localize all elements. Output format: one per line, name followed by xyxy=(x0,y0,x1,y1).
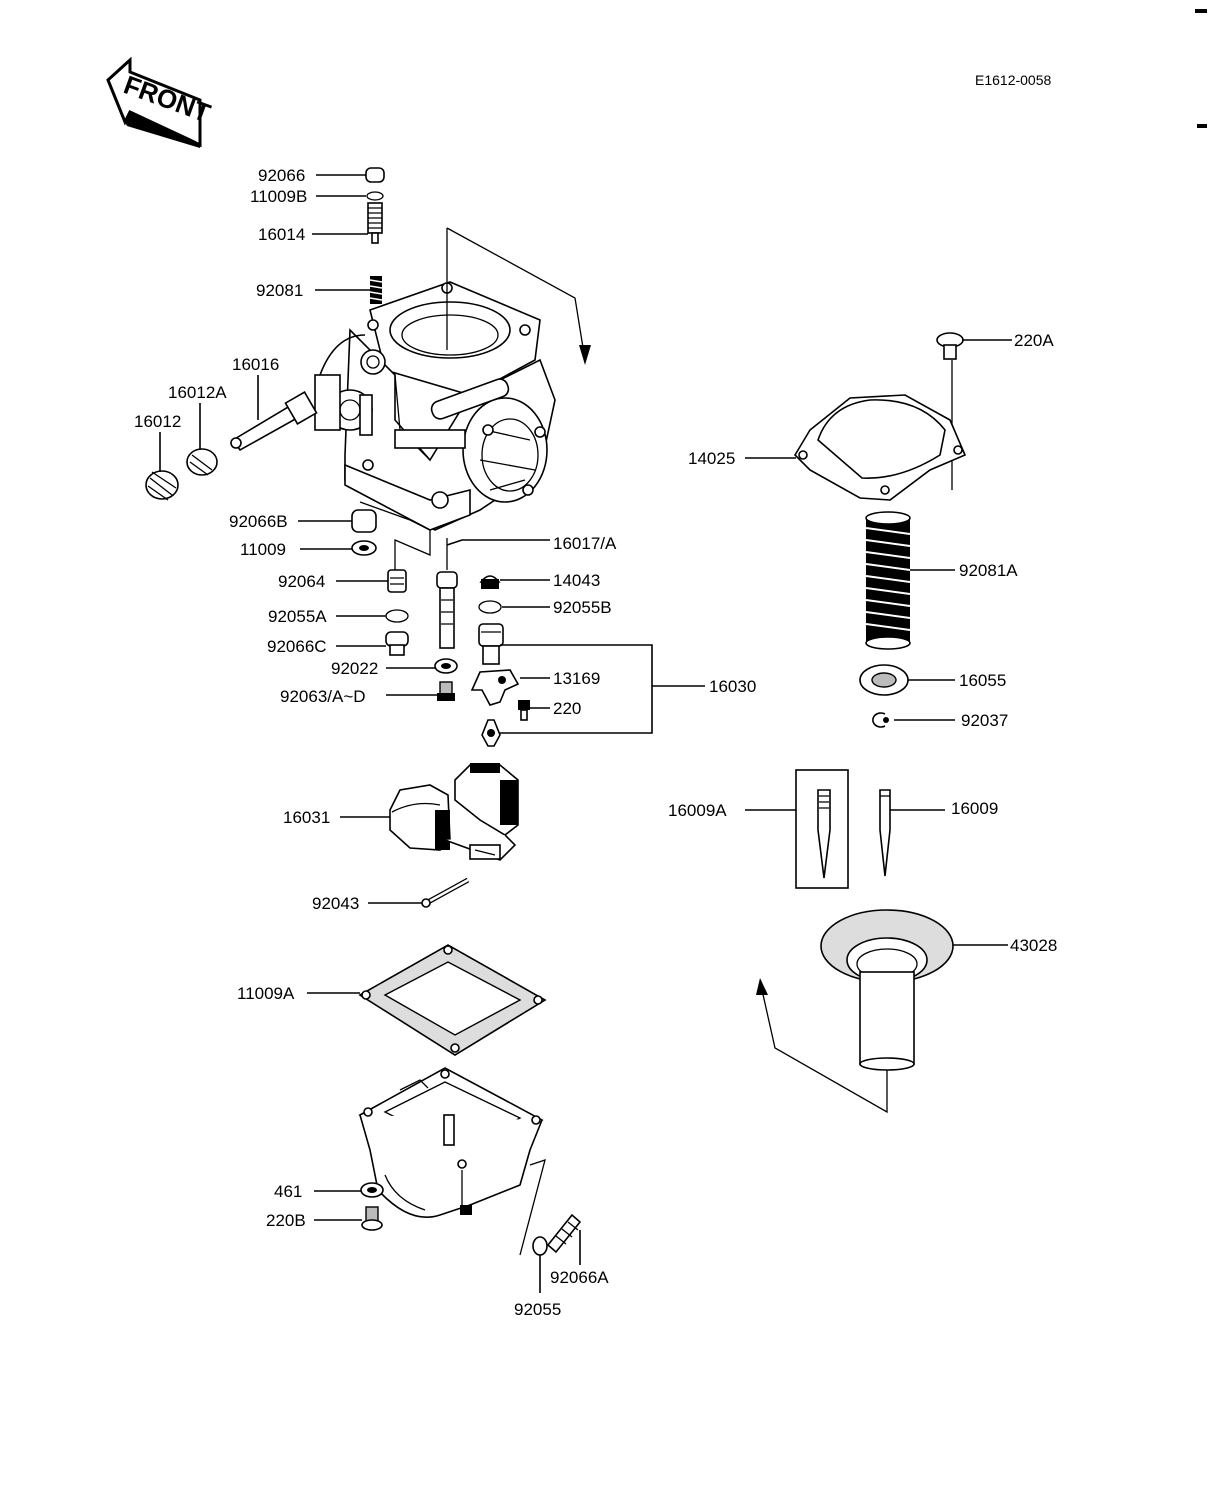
label-16017A: 16017/A xyxy=(553,534,617,553)
label-220: 220 xyxy=(553,699,581,718)
part-16031 xyxy=(389,763,519,861)
label-14043: 14043 xyxy=(553,571,600,590)
label-11009: 11009 xyxy=(240,540,286,559)
label-220A: 220A xyxy=(1014,331,1054,350)
label-16009A: 16009A xyxy=(668,801,727,820)
part-16030-valve-seat xyxy=(478,623,504,665)
part-92043 xyxy=(421,877,470,908)
part-92066C xyxy=(385,631,409,656)
part-92055B xyxy=(478,600,502,614)
part-92063 xyxy=(437,681,455,701)
label-11009B: 11009B xyxy=(250,187,307,206)
label-16031: 16031 xyxy=(283,808,330,827)
part-92081 xyxy=(369,276,383,304)
part-16014 xyxy=(367,202,383,244)
label-16012: 16012 xyxy=(134,412,181,431)
label-43028: 43028 xyxy=(1010,936,1057,955)
label-92081: 92081 xyxy=(256,281,303,300)
part-92066A xyxy=(546,1213,582,1254)
part-92022 xyxy=(434,658,458,674)
label-92055: 92055 xyxy=(514,1300,561,1319)
edge-mark-top xyxy=(1195,9,1207,13)
part-16012 xyxy=(145,470,179,501)
label-11009A: 11009A xyxy=(237,984,295,1003)
part-11009B xyxy=(366,191,384,201)
label-92043: 92043 xyxy=(312,894,359,913)
label-220B: 220B xyxy=(266,1211,306,1230)
part-16030-needle xyxy=(481,719,501,747)
front-arrow: FRONT xyxy=(106,56,214,148)
part-14025 xyxy=(793,394,967,501)
label-461: 461 xyxy=(274,1182,302,1201)
part-220 xyxy=(518,700,530,721)
label-92066A: 92066A xyxy=(550,1268,609,1287)
part-16055 xyxy=(859,664,909,696)
part-92055A xyxy=(385,609,409,623)
part-float-bowl xyxy=(358,1067,544,1219)
part-461 xyxy=(360,1182,384,1198)
part-11009A xyxy=(358,944,547,1056)
part-92066 xyxy=(365,167,385,183)
part-220A xyxy=(936,332,964,490)
part-220B xyxy=(361,1206,383,1231)
part-16012A xyxy=(186,448,218,476)
part-16017A xyxy=(436,538,550,649)
label-16012A: 16012A xyxy=(168,383,227,402)
part-43028 xyxy=(820,909,954,1071)
label-92066: 92066 xyxy=(258,166,305,185)
label-92066B: 92066B xyxy=(229,512,288,531)
label-92022: 92022 xyxy=(331,659,378,678)
part-92037 xyxy=(872,712,889,728)
part-92066B xyxy=(351,509,377,533)
label-13169: 13169 xyxy=(553,669,600,688)
part-16009A xyxy=(795,769,849,889)
label-16014: 16014 xyxy=(258,225,305,244)
diagram-code: E1612-0058 xyxy=(975,72,1052,88)
part-92081A xyxy=(865,511,911,650)
carburetor-body xyxy=(314,227,591,531)
part-14043 xyxy=(479,575,501,589)
label-16009: 16009 xyxy=(951,799,998,818)
part-16009 xyxy=(879,789,891,877)
edge-mark-mid xyxy=(1197,124,1207,128)
label-92064: 92064 xyxy=(278,572,325,591)
label-92037: 92037 xyxy=(961,711,1008,730)
part-16016 xyxy=(230,391,318,452)
label-16016: 16016 xyxy=(232,355,279,374)
part-11009 xyxy=(351,540,377,556)
label-92055A: 92055A xyxy=(268,607,327,626)
label-16055: 16055 xyxy=(959,671,1006,690)
label-16030: 16030 xyxy=(709,677,756,696)
label-92066C: 92066C xyxy=(267,637,327,656)
part-92055 xyxy=(532,1236,548,1256)
label-92055B: 92055B xyxy=(553,598,612,617)
label-92081A: 92081A xyxy=(959,561,1018,580)
part-13169 xyxy=(470,669,520,706)
label-14025: 14025 xyxy=(688,449,735,468)
part-92064 xyxy=(387,569,407,593)
label-92063: 92063/A~D xyxy=(280,687,366,706)
